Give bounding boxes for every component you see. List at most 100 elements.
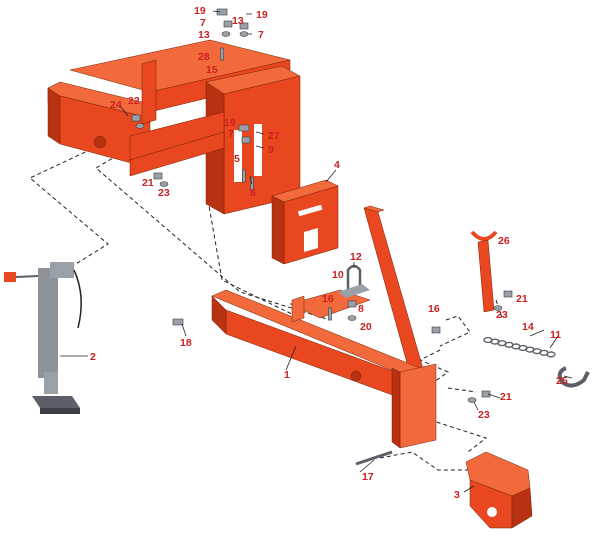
washer-icon: [159, 181, 169, 187]
frame-hitch-pin-hole: [93, 135, 107, 149]
part-label: 23: [158, 187, 170, 199]
washer-icon: [347, 315, 357, 321]
chain-link: [546, 351, 556, 358]
spring-pin: [470, 230, 498, 313]
part-label: 19: [194, 5, 206, 17]
jack-mount: [50, 262, 74, 278]
washer-icon: [221, 31, 231, 37]
spring-pin-hook: [470, 230, 498, 241]
part-label: 19: [224, 117, 236, 129]
spacer-block-slot: [297, 204, 323, 217]
hardware-group: [131, 8, 513, 466]
bolt-icon: [238, 124, 250, 132]
chain-links: [483, 336, 556, 358]
jack-body: [38, 268, 58, 378]
part-label: 8: [358, 303, 364, 315]
part-label: 28: [198, 51, 210, 63]
part-label: 7: [228, 128, 234, 140]
nut-icon: [347, 300, 357, 308]
jack-inner-tube: [44, 372, 58, 394]
nut-icon: [481, 390, 491, 398]
drawbar-rear-plate: [399, 363, 437, 449]
nut-icon: [431, 326, 441, 334]
washer-icon: [467, 397, 477, 403]
jack-crank: [15, 275, 39, 278]
bolt-icon: [355, 450, 393, 466]
washer-icon: [493, 305, 503, 311]
nut-icon: [223, 20, 233, 28]
bolt-icon: [216, 8, 228, 16]
spacer-block: [271, 179, 339, 265]
part-label: 16: [428, 303, 440, 315]
part-label: 16: [322, 293, 334, 305]
jack-foot: [32, 396, 80, 408]
drawbar-rear-plate-side: [391, 367, 401, 449]
part-label: 2: [90, 351, 96, 363]
clevis-side: [511, 487, 533, 529]
part-label: 23: [496, 309, 508, 321]
part-label: 12: [350, 251, 362, 263]
nut-icon: [131, 114, 141, 122]
part-label: 23: [478, 409, 490, 421]
washer-icon: [135, 123, 145, 129]
part-label: 21: [500, 391, 512, 403]
part-label: 3: [454, 489, 460, 501]
pin-icon: [328, 307, 332, 321]
part-label: 25: [556, 375, 568, 387]
part-label: 5: [234, 153, 240, 165]
clevis-hitch: [465, 451, 533, 529]
part-label: 1: [284, 369, 290, 381]
part-label: 7: [258, 29, 264, 41]
drawbar-tab: [291, 295, 305, 323]
upper-hitch-frame: [47, 39, 301, 215]
chain-hook-icon: [557, 366, 590, 388]
part-label: 6: [250, 187, 256, 199]
frame-upright: [141, 59, 157, 125]
frame-slot: [254, 124, 262, 176]
drawbar-beam-side: [211, 295, 227, 335]
part-number-labels: 19 7 13 28 15 13 19 7 24 22 21 23 19 7 2…: [90, 5, 568, 501]
part-label: 24: [110, 99, 122, 111]
part-label: 10: [332, 269, 344, 281]
main-drawbar: [211, 205, 437, 449]
part-label: 27: [268, 130, 280, 142]
safety-chain: [483, 336, 590, 388]
frame-left-beam-side: [47, 87, 61, 145]
jack-foot-edge: [40, 408, 80, 414]
part-label: 22: [128, 95, 140, 107]
part-label: 18: [180, 337, 192, 349]
nut-icon: [153, 172, 163, 180]
jack-crank-handle-icon: [4, 272, 16, 282]
nut-icon: [503, 290, 513, 298]
part-label: 11: [550, 329, 561, 341]
leader-lines: [60, 10, 573, 493]
part-label: 21: [516, 293, 528, 305]
spacer-block-notch: [304, 228, 318, 252]
bolt-icon: [172, 318, 184, 326]
washer-icon: [239, 31, 249, 37]
pin-icon: [242, 169, 246, 183]
part-label: 20: [360, 321, 372, 333]
frame-slot: [234, 130, 242, 182]
part-label: 26: [498, 235, 510, 247]
part-label: 4: [334, 159, 340, 171]
part-label: 15: [206, 64, 218, 76]
nut-icon: [239, 22, 249, 30]
part-label: 13: [198, 29, 210, 41]
clevis-front: [469, 479, 513, 529]
drawbar-pivot-hole: [350, 370, 362, 382]
part-label: 7: [200, 17, 206, 29]
jack-stand: [4, 262, 82, 414]
part-label: 17: [362, 471, 374, 483]
spacer-block-side: [271, 195, 285, 265]
drawbar-plate: [289, 289, 371, 319]
drawbar-brace-top: [363, 205, 385, 213]
jack-pin-lanyard: [73, 269, 82, 329]
frame-lower-beam-front: [129, 131, 225, 177]
nut-icon: [241, 136, 251, 144]
part-label: 14: [522, 321, 534, 333]
part-label: 21: [142, 177, 154, 189]
u-bolt-plate: [338, 284, 370, 298]
part-label: 13: [232, 15, 244, 27]
part-label: 19: [256, 9, 268, 21]
